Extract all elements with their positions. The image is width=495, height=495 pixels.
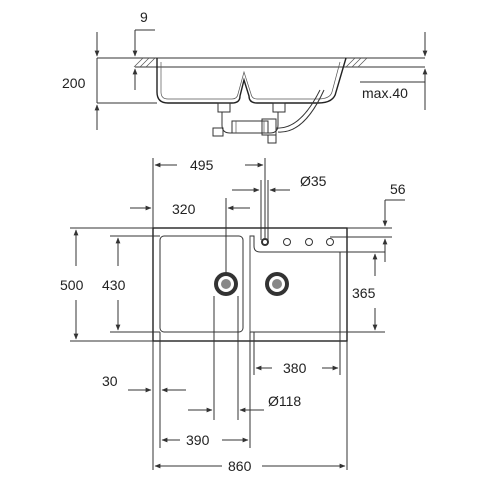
counter-hatch-left (133, 57, 156, 68)
label-depth: 200 (62, 75, 86, 91)
label-edge-offset: 30 (102, 373, 118, 389)
dimension-labels: 9 200 max.40 495 Ø35 56 320 500 430 365 … (60, 9, 408, 474)
label-tap-hole-diameter: Ø35 (300, 173, 327, 189)
label-drain-diameter: Ø118 (268, 393, 301, 409)
left-bowl (159, 235, 244, 333)
label-rim-margin: 56 (390, 181, 406, 197)
label-overall-depth: 500 (60, 277, 84, 293)
sink-profile (156, 57, 347, 104)
top-view (70, 158, 405, 470)
label-rim-thickness: 9 (140, 9, 148, 25)
label-right-bowl-depth: 365 (352, 285, 376, 301)
side-view (94, 29, 428, 144)
right-drain (265, 272, 289, 296)
counter-hatch-right (345, 57, 368, 68)
right-bowl (249, 235, 341, 333)
tap-holes (261, 238, 334, 246)
label-bowl-center-offset: 495 (190, 157, 214, 173)
drain-fitting (212, 89, 325, 144)
label-right-bowl-width: 380 (283, 360, 307, 376)
left-drain (214, 272, 238, 296)
label-max-counter: max.40 (362, 85, 408, 101)
label-overall-width: 860 (228, 458, 252, 474)
label-bowl-depth: 430 (102, 277, 126, 293)
label-left-bowl-width: 390 (186, 432, 210, 448)
label-left-drain-offset: 320 (172, 201, 196, 217)
